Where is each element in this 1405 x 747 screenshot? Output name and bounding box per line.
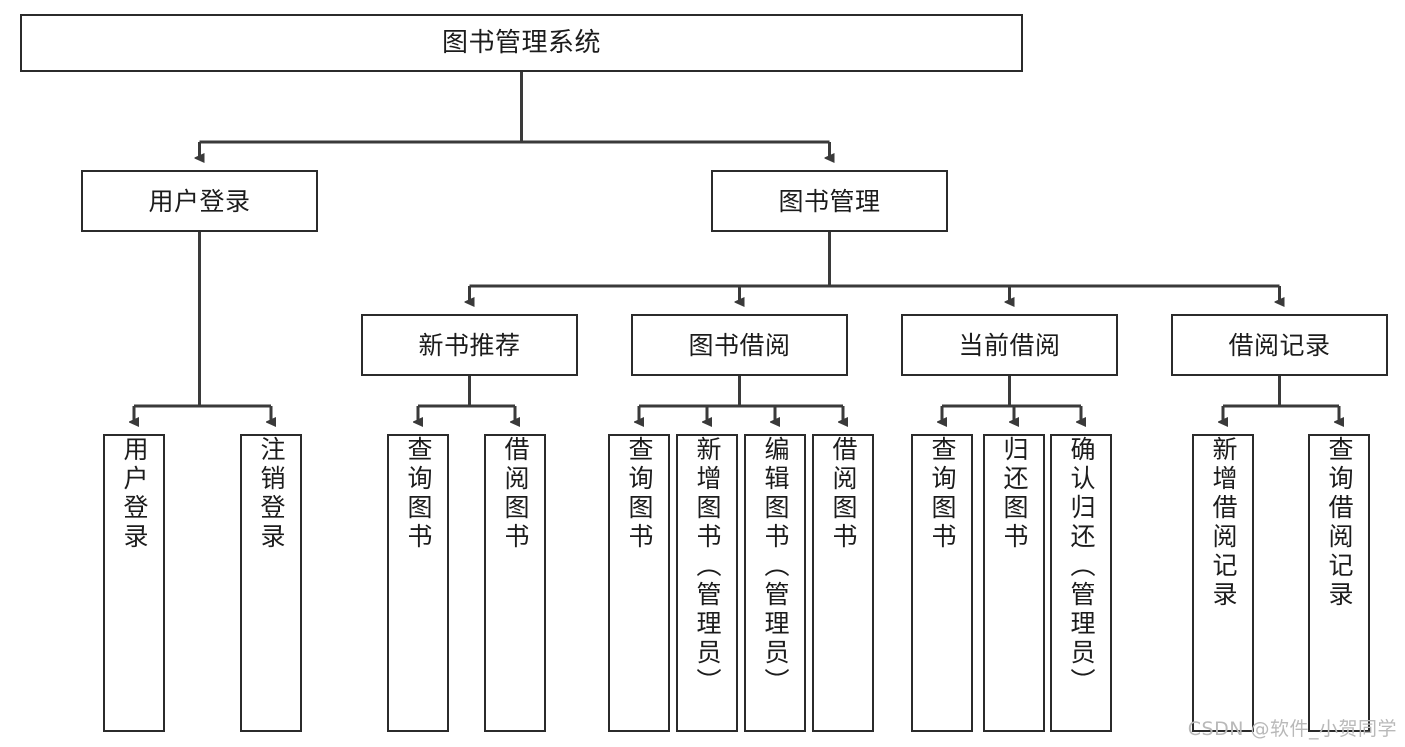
node-leaf-add-book[interactable]: 新增图书（管理员） [676, 434, 738, 732]
node-label: 查询图书 [404, 436, 433, 552]
node-leaf-query-record[interactable]: 查询借阅记录 [1308, 434, 1370, 732]
node-label: 借阅图书 [829, 436, 858, 552]
node-label: 借阅图书 [501, 436, 530, 552]
node-label: 当前借阅 [958, 330, 1061, 360]
node-leaf-confirm-return[interactable]: 确认归还（管理员） [1050, 434, 1112, 732]
node-leaf-query-book-borrow[interactable]: 查询图书 [608, 434, 670, 732]
node-label: 注销登录 [257, 436, 286, 552]
node-label: 图书管理 [778, 186, 881, 216]
node-leaf-borrow-book[interactable]: 借阅图书 [812, 434, 874, 732]
node-leaf-add-record[interactable]: 新增借阅记录 [1192, 434, 1254, 732]
node-label: 查询图书 [625, 436, 654, 552]
watermark-text: CSDN @软件_小贺同学 [1187, 718, 1397, 740]
node-label: 新书推荐 [418, 330, 521, 360]
node-leaf-query-book-rec[interactable]: 查询图书 [387, 434, 449, 732]
node-current-borrow[interactable]: 当前借阅 [901, 314, 1118, 376]
node-leaf-user-login[interactable]: 用户登录 [103, 434, 165, 732]
node-label: 新增图书（管理员） [693, 436, 722, 697]
node-label: 图书借阅 [688, 330, 791, 360]
node-book-borrow[interactable]: 图书借阅 [631, 314, 848, 376]
node-label: 图书管理系统 [441, 27, 601, 58]
node-leaf-logout[interactable]: 注销登录 [240, 434, 302, 732]
node-user-login[interactable]: 用户登录 [81, 170, 318, 232]
node-label: 借阅记录 [1228, 330, 1331, 360]
node-label: 查询图书 [928, 436, 957, 552]
node-leaf-return-book[interactable]: 归还图书 [983, 434, 1045, 732]
node-root[interactable]: 图书管理系统 [20, 14, 1023, 72]
node-label: 确认归还（管理员） [1067, 436, 1096, 697]
node-book-manage[interactable]: 图书管理 [711, 170, 948, 232]
node-leaf-borrow-book-rec[interactable]: 借阅图书 [484, 434, 546, 732]
node-label: 用户登录 [120, 436, 149, 552]
node-label: 归还图书 [1000, 436, 1029, 552]
node-label: 用户登录 [148, 186, 251, 216]
node-label: 查询借阅记录 [1325, 436, 1354, 610]
node-leaf-query-book-cur[interactable]: 查询图书 [911, 434, 973, 732]
node-leaf-edit-book[interactable]: 编辑图书（管理员） [744, 434, 806, 732]
node-new-book-rec[interactable]: 新书推荐 [361, 314, 578, 376]
node-borrow-record[interactable]: 借阅记录 [1171, 314, 1388, 376]
node-label: 编辑图书（管理员） [761, 436, 790, 697]
node-label: 新增借阅记录 [1209, 436, 1238, 610]
